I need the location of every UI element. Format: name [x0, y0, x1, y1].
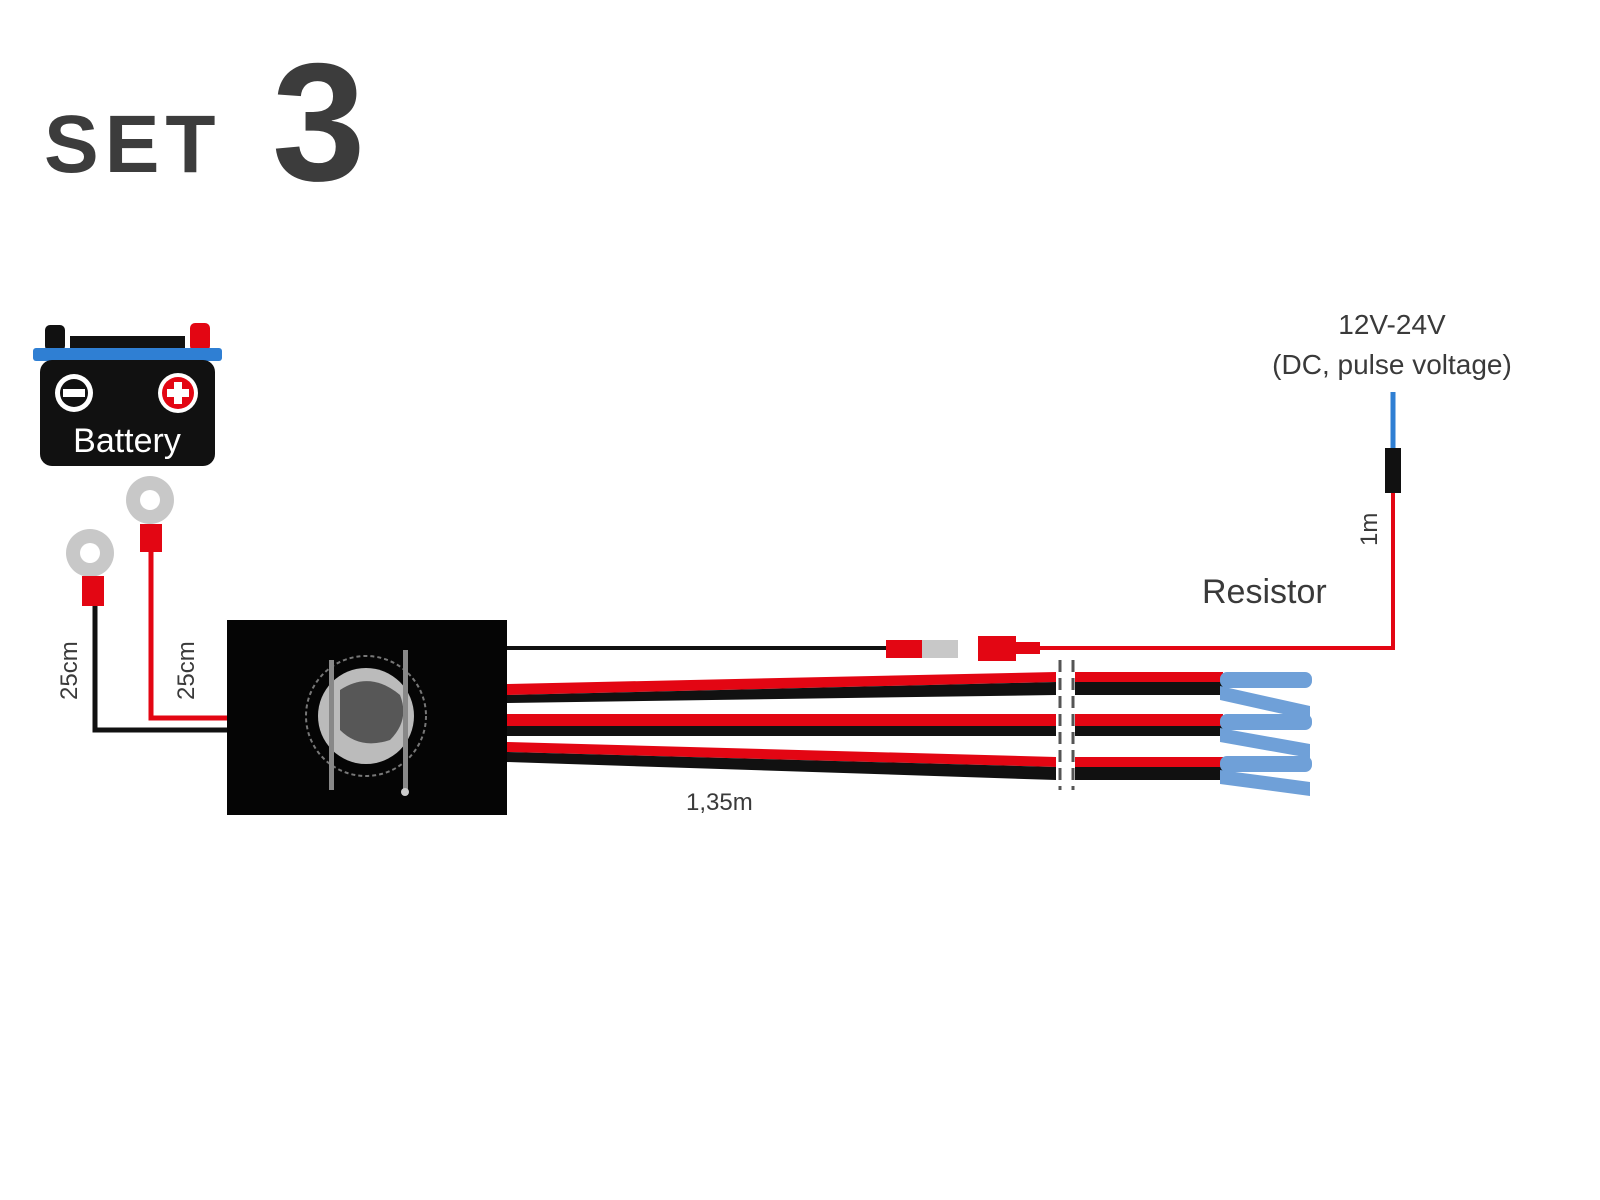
- signal-length-label: 1m: [1356, 513, 1383, 546]
- break-marks: [1058, 660, 1075, 790]
- logo-word: SET: [44, 99, 221, 190]
- blue-connectors: [1220, 672, 1312, 796]
- signal-wire: [507, 392, 1401, 661]
- battery-label: Battery: [73, 422, 181, 460]
- power-wire: [126, 476, 228, 721]
- set-logo: SET 3: [44, 28, 365, 216]
- resistor-label: Resistor: [1202, 573, 1327, 611]
- output-wires: [507, 660, 1312, 796]
- controller-module: [227, 620, 507, 815]
- plus-icon: [158, 373, 198, 413]
- output-length-label: 1,35m: [686, 789, 753, 816]
- voltage-note-label: (DC, pulse voltage): [1272, 349, 1512, 380]
- voltage-label: 12V-24V: [1338, 309, 1446, 340]
- battery-icon: Battery: [33, 323, 222, 466]
- minus-icon: [55, 374, 93, 412]
- logo-number: 3: [272, 28, 365, 216]
- ground-length-label: 25cm: [56, 641, 83, 700]
- power-length-label: 25cm: [173, 641, 200, 700]
- ground-wire: [66, 529, 228, 733]
